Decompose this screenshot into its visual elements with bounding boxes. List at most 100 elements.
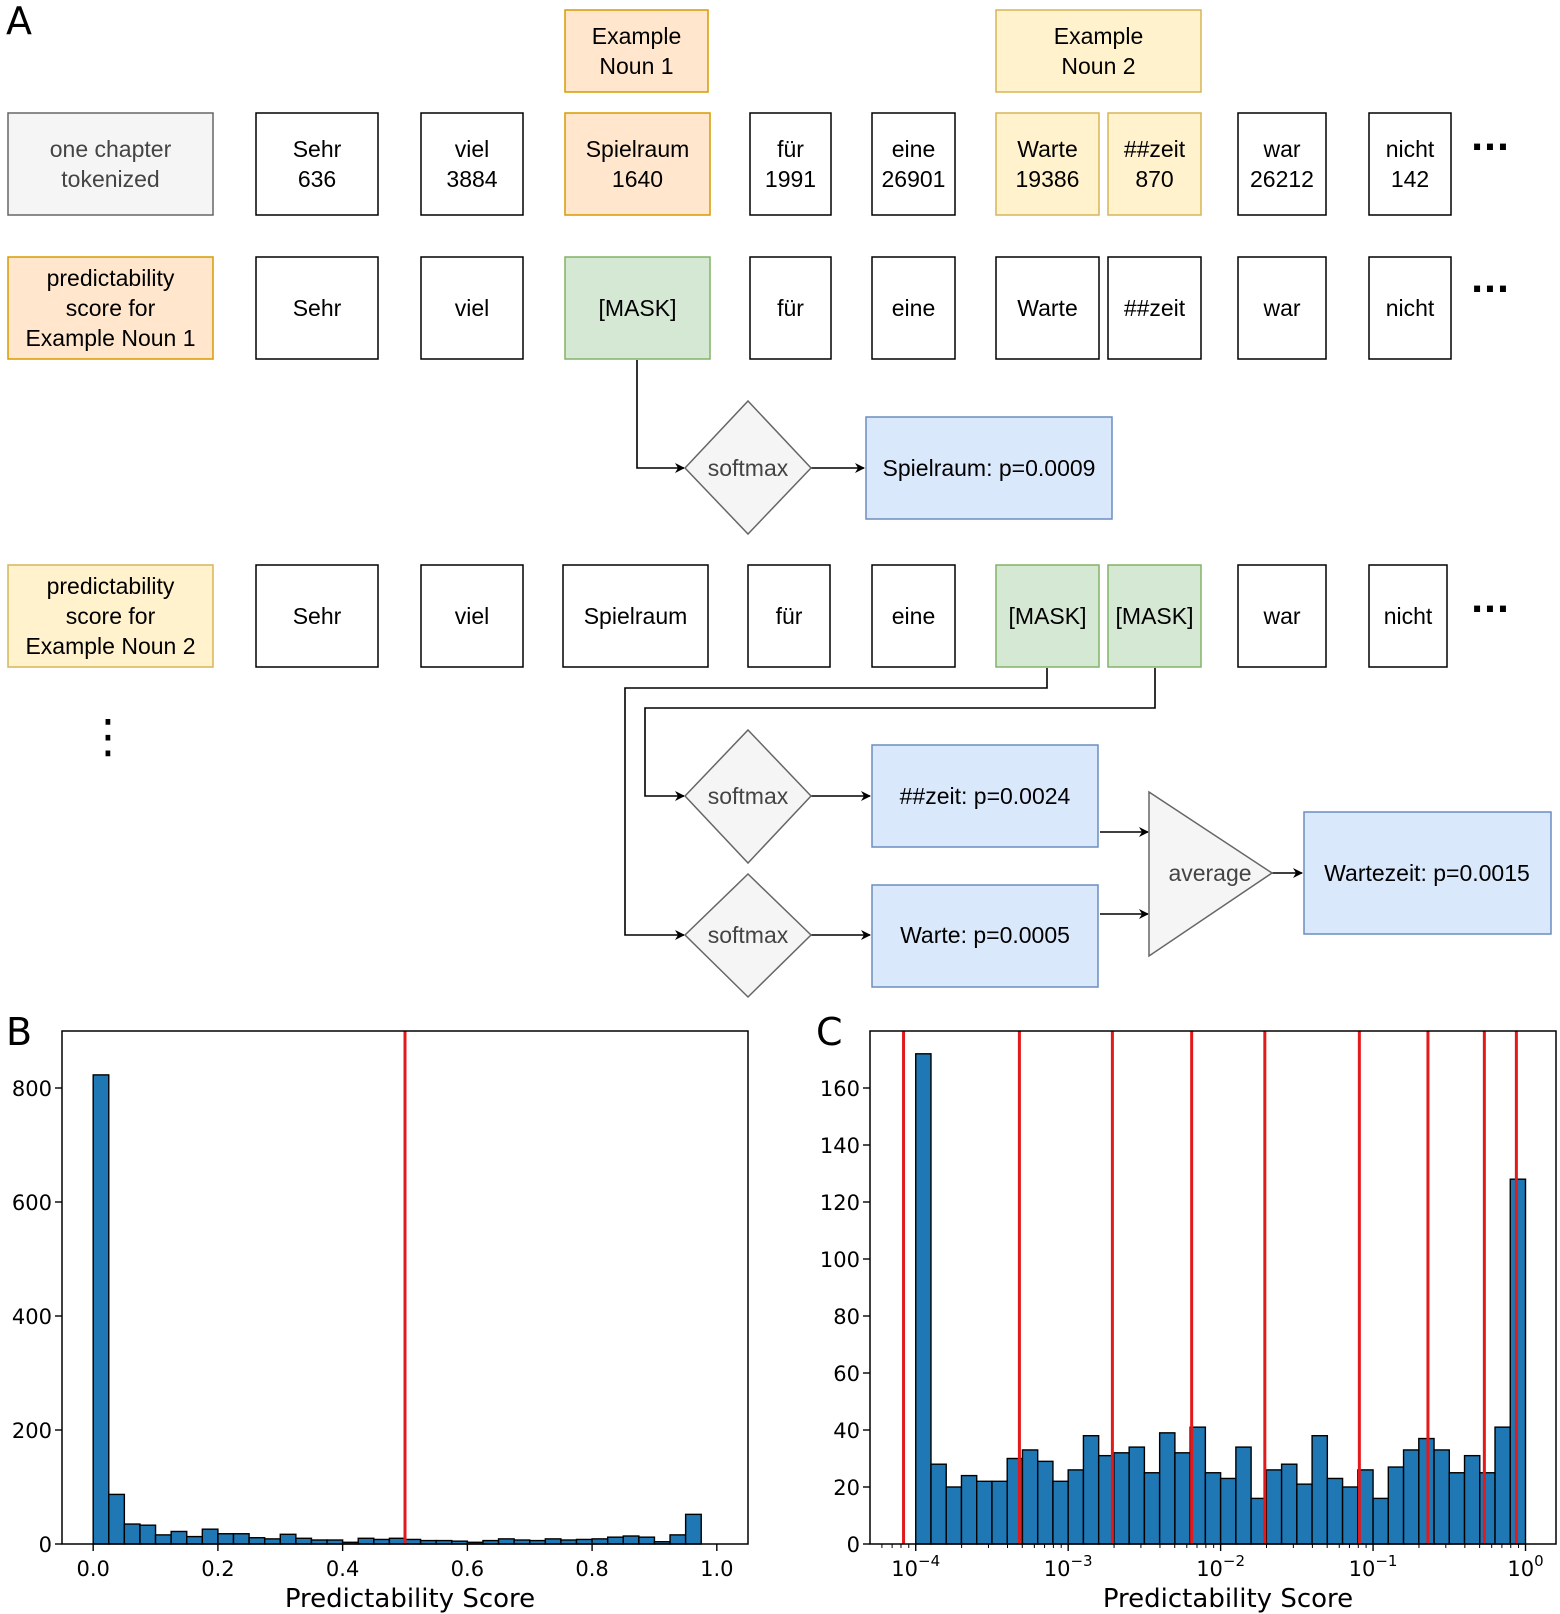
histogram-bar [1143, 1472, 1161, 1545]
x-tick-label: 0.2 [201, 1557, 234, 1581]
token-box: Sehr [255, 256, 379, 360]
x-tick-exponent: −1 [1375, 1552, 1397, 1570]
token-box-text: viel [455, 295, 490, 321]
token-box-text: 3884 [446, 166, 497, 192]
example-noun-2-box-text: Noun 2 [1061, 53, 1135, 79]
y-tick-label: 140 [820, 1134, 860, 1158]
token-box: eine [871, 256, 956, 360]
token-box-text: für [777, 136, 804, 162]
vertical-ellipsis: ⋮ [85, 709, 131, 763]
row-label-box-text: score for [66, 603, 156, 629]
connector-mask-warte-to-softmax [624, 668, 1048, 940]
histogram-bar [388, 1537, 406, 1545]
token-box: Spielraum [562, 564, 709, 668]
result-box-zeit: ##zeit: p=0.0024 [871, 744, 1099, 848]
histogram-bar [154, 1534, 172, 1545]
row-label-box-text: score for [66, 295, 156, 321]
x-tick-base: 10 [1507, 1557, 1534, 1581]
result-box-combined: Wartezeit: p=0.0015 [1303, 811, 1552, 935]
token-box-text: eine [892, 136, 935, 162]
plot-frame [61, 1030, 749, 1545]
token-box: für [749, 256, 832, 360]
y-tick-label: 400 [12, 1305, 52, 1329]
token-box: Warte [995, 256, 1100, 360]
row-label-box-text: predictability [47, 265, 175, 291]
histogram-bar [1372, 1497, 1390, 1545]
example-noun-1-box-text: Noun 1 [599, 53, 673, 79]
histogram-bar [217, 1533, 235, 1545]
x-tick-label: 0.4 [326, 1557, 359, 1581]
token-box-text: für [776, 603, 803, 629]
x-tick-label: 100 [1507, 1552, 1543, 1581]
x-tick-exponent: −4 [918, 1552, 940, 1570]
histogram-bar [991, 1480, 1008, 1545]
result-text: Warte: p=0.0005 [900, 922, 1070, 948]
token-box: Sehr [255, 564, 379, 668]
histogram-bar [1387, 1466, 1405, 1545]
histogram-bar [1265, 1469, 1283, 1545]
x-tick-base: 10 [1349, 1557, 1376, 1581]
result-text: Wartezeit: p=0.0015 [1324, 860, 1530, 886]
histogram-bar [1326, 1477, 1344, 1545]
histogram-bar [1280, 1463, 1298, 1545]
histogram-bar [232, 1533, 250, 1545]
y-tick-label: 0 [39, 1533, 52, 1557]
token-box-text: ##zeit [1124, 136, 1186, 162]
x-tick-label: 0.6 [451, 1557, 484, 1581]
token-box: eine [871, 564, 956, 668]
token-box-text: 636 [298, 166, 336, 192]
histogram-bar [1052, 1480, 1069, 1545]
histogram-bar [279, 1533, 297, 1545]
token-box: nicht [1368, 256, 1452, 360]
histogram-bar [1433, 1449, 1450, 1545]
token-box-text: Sehr [293, 295, 342, 321]
x-tick-label: 10−2 [1196, 1552, 1245, 1581]
token-box: nicht [1368, 564, 1448, 668]
x-tick-label: 10−3 [1044, 1552, 1093, 1581]
histogram-bar [976, 1480, 993, 1545]
histogram-bar [930, 1463, 947, 1545]
x-tick-label: 0.8 [575, 1557, 608, 1581]
token-box-text: für [777, 295, 804, 321]
token-box-text: nicht [1386, 136, 1435, 162]
histogram-bar [263, 1538, 281, 1545]
token-box-text: 1991 [765, 166, 816, 192]
histogram-bar [201, 1528, 219, 1545]
token-box: [MASK] [995, 564, 1100, 668]
token-box: für 1991 [749, 112, 832, 216]
softmax-label: softmax [708, 922, 789, 948]
softmax-node: softmax [683, 872, 813, 999]
token-box-text: 26901 [882, 166, 946, 192]
token-box: war [1237, 256, 1327, 360]
token-box-text: viel [455, 136, 490, 162]
x-axis-title: Predictability Score [1103, 1584, 1353, 1614]
token-box-text: viel [455, 603, 490, 629]
y-tick-label: 600 [12, 1191, 52, 1215]
histogram-bar [1479, 1472, 1496, 1545]
token-box-text: eine [892, 603, 935, 629]
token-box-text: Spielraum [584, 603, 688, 629]
token-box-text: war [1262, 603, 1300, 629]
softmax-node: softmax [683, 399, 813, 536]
histogram-bar [1402, 1449, 1420, 1545]
token-box: ##zeit [1107, 256, 1202, 360]
token-box-text: nicht [1384, 603, 1433, 629]
x-tick-label: 0.0 [76, 1557, 109, 1581]
x-tick-label: 10−1 [1349, 1552, 1398, 1581]
histogram-bar [123, 1523, 141, 1545]
y-tick-label: 200 [12, 1419, 52, 1443]
token-box: viel [420, 564, 524, 668]
row-label-box-text: predictability [47, 573, 175, 599]
histogram-bar [684, 1513, 702, 1545]
token-box-text: [MASK] [1116, 603, 1194, 629]
y-tick-label: 100 [820, 1248, 860, 1272]
result-text: Spielraum: p=0.0009 [883, 455, 1096, 481]
histogram-bar [1067, 1469, 1085, 1545]
average-label: average [1168, 860, 1251, 886]
x-tick-exponent: −2 [1223, 1552, 1245, 1570]
row-label-box-text: tokenized [61, 166, 159, 192]
